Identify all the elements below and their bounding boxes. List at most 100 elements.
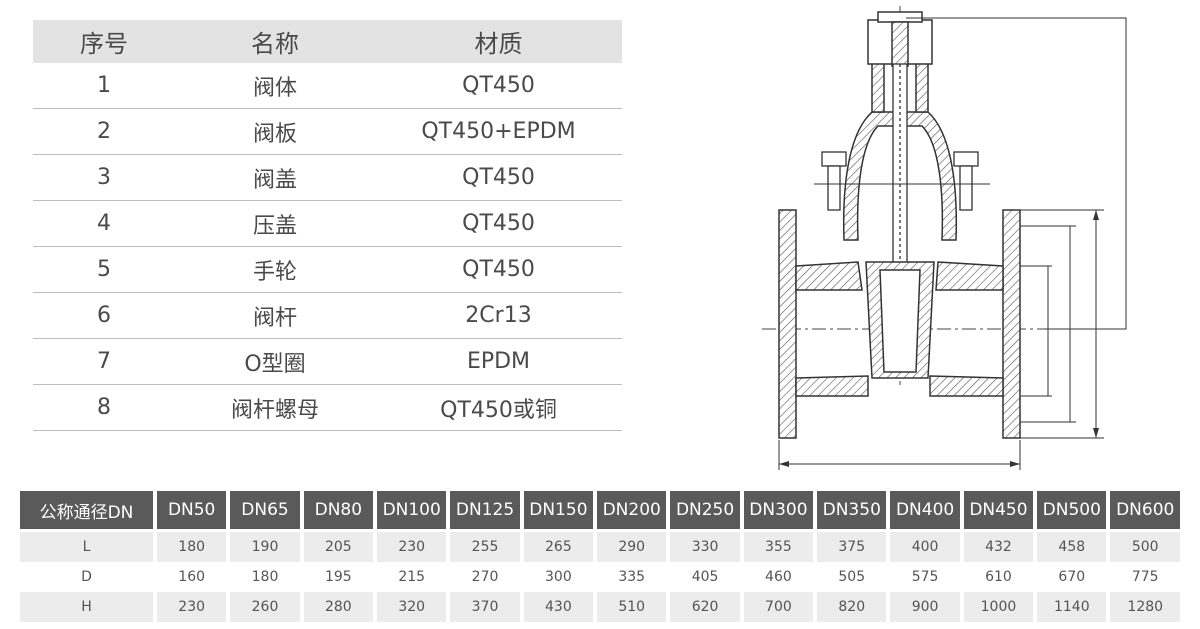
dimension-value: 1140 [1037,592,1107,622]
part-index: 8 [33,384,175,431]
size-header: DN400 [890,491,960,532]
dimension-value: 432 [963,532,1034,562]
dimension-value: 230 [157,592,227,622]
table-row: 2 阀板 QT450+EPDM [33,108,622,155]
table-row: 4 压盖 QT450 [33,200,622,247]
part-material: QT450 [375,200,622,247]
part-index: 4 [33,200,175,247]
dimension-value: 460 [765,569,792,585]
dimension-value: 260 [230,592,300,622]
size-header: DN150 [523,491,594,532]
dimension-value: 575 [911,569,939,585]
size-header: DN65 [230,491,300,532]
dimension-value: 400 [890,532,960,562]
table-row: 5 手轮 QT450 [33,246,622,293]
dimension-value: 510 [597,592,667,622]
dimension-value: 500 [1110,532,1180,562]
dimension-value: 375 [817,532,887,562]
table-row: D 160 180 195 215 270 300 335 405 460 50… [20,562,1180,592]
part-index: 2 [33,108,175,155]
part-name: O型圈 [175,338,375,385]
size-header: DN500 [1037,491,1107,532]
dimension-value: 290 [597,532,667,562]
header-nominal-diameter: 公称通径DN [20,491,153,532]
table-row: 1 阀体 QT450 [33,63,622,109]
row-label-H: H [20,592,153,622]
size-header: DN300 [743,491,814,532]
dimension-value: 190 [230,532,300,562]
dimension-value: 300 [545,569,572,585]
dimension-value: 230 [377,532,447,562]
part-material: QT450 [375,246,622,293]
header-index: 序号 [33,20,175,63]
dimension-value: 280 [303,592,374,622]
dimension-value: 430 [523,592,594,622]
part-name: 阀体 [175,63,375,109]
dimension-value: 195 [324,569,352,585]
table-row: L 180 190 205 230 255 265 290 330 355 37… [20,532,1180,562]
dimensions-table: 公称通径DN DN50 DN65 DN80 DN100 DN125 DN150 … [16,491,1184,622]
size-header: DN250 [670,491,740,532]
part-index: 1 [33,63,175,109]
dimension-value: 205 [303,532,374,562]
row-label-L: L [20,532,153,562]
dimension-value: 1280 [1110,592,1180,622]
dimension-value: 265 [523,532,594,562]
flange-right [1002,209,1021,439]
row-label-D: D [81,569,92,585]
table-row: 7 O型圈 EPDM [33,338,622,385]
part-material: 2Cr13 [375,292,622,339]
dimension-value: 370 [450,592,520,622]
size-header: DN100 [377,491,447,532]
part-index: 7 [33,338,175,385]
part-index: 3 [33,154,175,201]
flange-left [778,209,797,439]
part-material: QT450+EPDM [375,108,622,155]
materials-header-row: 序号 名称 材质 [33,20,622,63]
part-material: QT450 [375,63,622,109]
part-material: QT450或铜 [375,384,622,431]
bonnet-bolts [814,151,990,211]
dimension-lines [778,17,1127,470]
part-name: 手轮 [175,246,375,293]
size-header: DN50 [157,491,227,532]
dimension-value: 255 [450,532,520,562]
dimension-value: 775 [1131,569,1159,585]
dimension-value: 180 [251,569,279,585]
valve-section-drawing [762,6,1127,470]
size-header: DN125 [450,491,520,532]
dimension-value: 270 [471,569,499,585]
size-header: DN600 [1110,491,1180,532]
dimension-value: 180 [157,532,227,562]
table-row: 8 阀杆螺母 QT450或铜 [33,384,622,431]
valve-gate [865,261,935,379]
dimension-value: 330 [670,532,740,562]
part-name: 阀盖 [175,154,375,201]
dimension-value: 160 [178,569,206,585]
stem-nut-housing [867,11,933,67]
header-material: 材质 [375,20,622,63]
size-header: DN450 [963,491,1034,532]
part-name: 压盖 [175,200,375,247]
size-header: DN200 [597,491,667,532]
table-row: 6 阀杆 2Cr13 [33,292,622,339]
dimension-value: 505 [838,569,866,585]
dimension-value: 700 [743,592,814,622]
dimensions-header-row: 公称通径DN DN50 DN65 DN80 DN100 DN125 DN150 … [20,491,1180,532]
dimension-value: 215 [398,569,426,585]
dimension-value: 900 [890,592,960,622]
part-material: QT450 [375,154,622,201]
table-row: 3 阀盖 QT450 [33,154,622,201]
part-index: 6 [33,292,175,339]
dimension-value: 820 [817,592,887,622]
dimension-value: 355 [743,532,814,562]
part-material: EPDM [375,338,622,385]
dimension-value: 670 [1058,569,1086,585]
table-row: H 230 260 280 320 370 430 510 620 700 82… [20,592,1180,622]
part-name: 阀板 [175,108,375,155]
part-name: 阀杆螺母 [175,384,375,431]
dimension-value: 1000 [963,592,1034,622]
part-name: 阀杆 [175,292,375,339]
dimension-arrows [779,210,1099,467]
part-index: 5 [33,246,175,293]
